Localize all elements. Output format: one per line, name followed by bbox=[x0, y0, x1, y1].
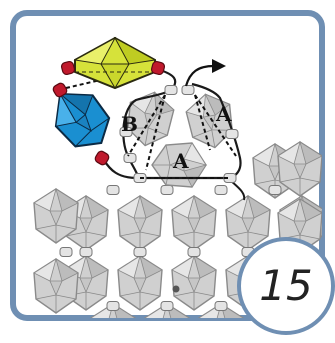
step-number: 15 bbox=[259, 261, 312, 310]
step-badge: 15 bbox=[237, 237, 335, 335]
blue-bicone-bead bbox=[54, 92, 111, 148]
yellow-bicone-bead bbox=[73, 36, 157, 90]
bead-pattern bbox=[33, 36, 322, 318]
direction-arrow-icon bbox=[184, 59, 226, 87]
label-a-bottom: A bbox=[172, 149, 189, 173]
label-b: B bbox=[121, 112, 138, 136]
marker-dot bbox=[172, 285, 180, 293]
red-seed-beads bbox=[52, 60, 166, 166]
thread-path-lower bbox=[103, 82, 242, 180]
label-a-right: A bbox=[215, 102, 232, 126]
